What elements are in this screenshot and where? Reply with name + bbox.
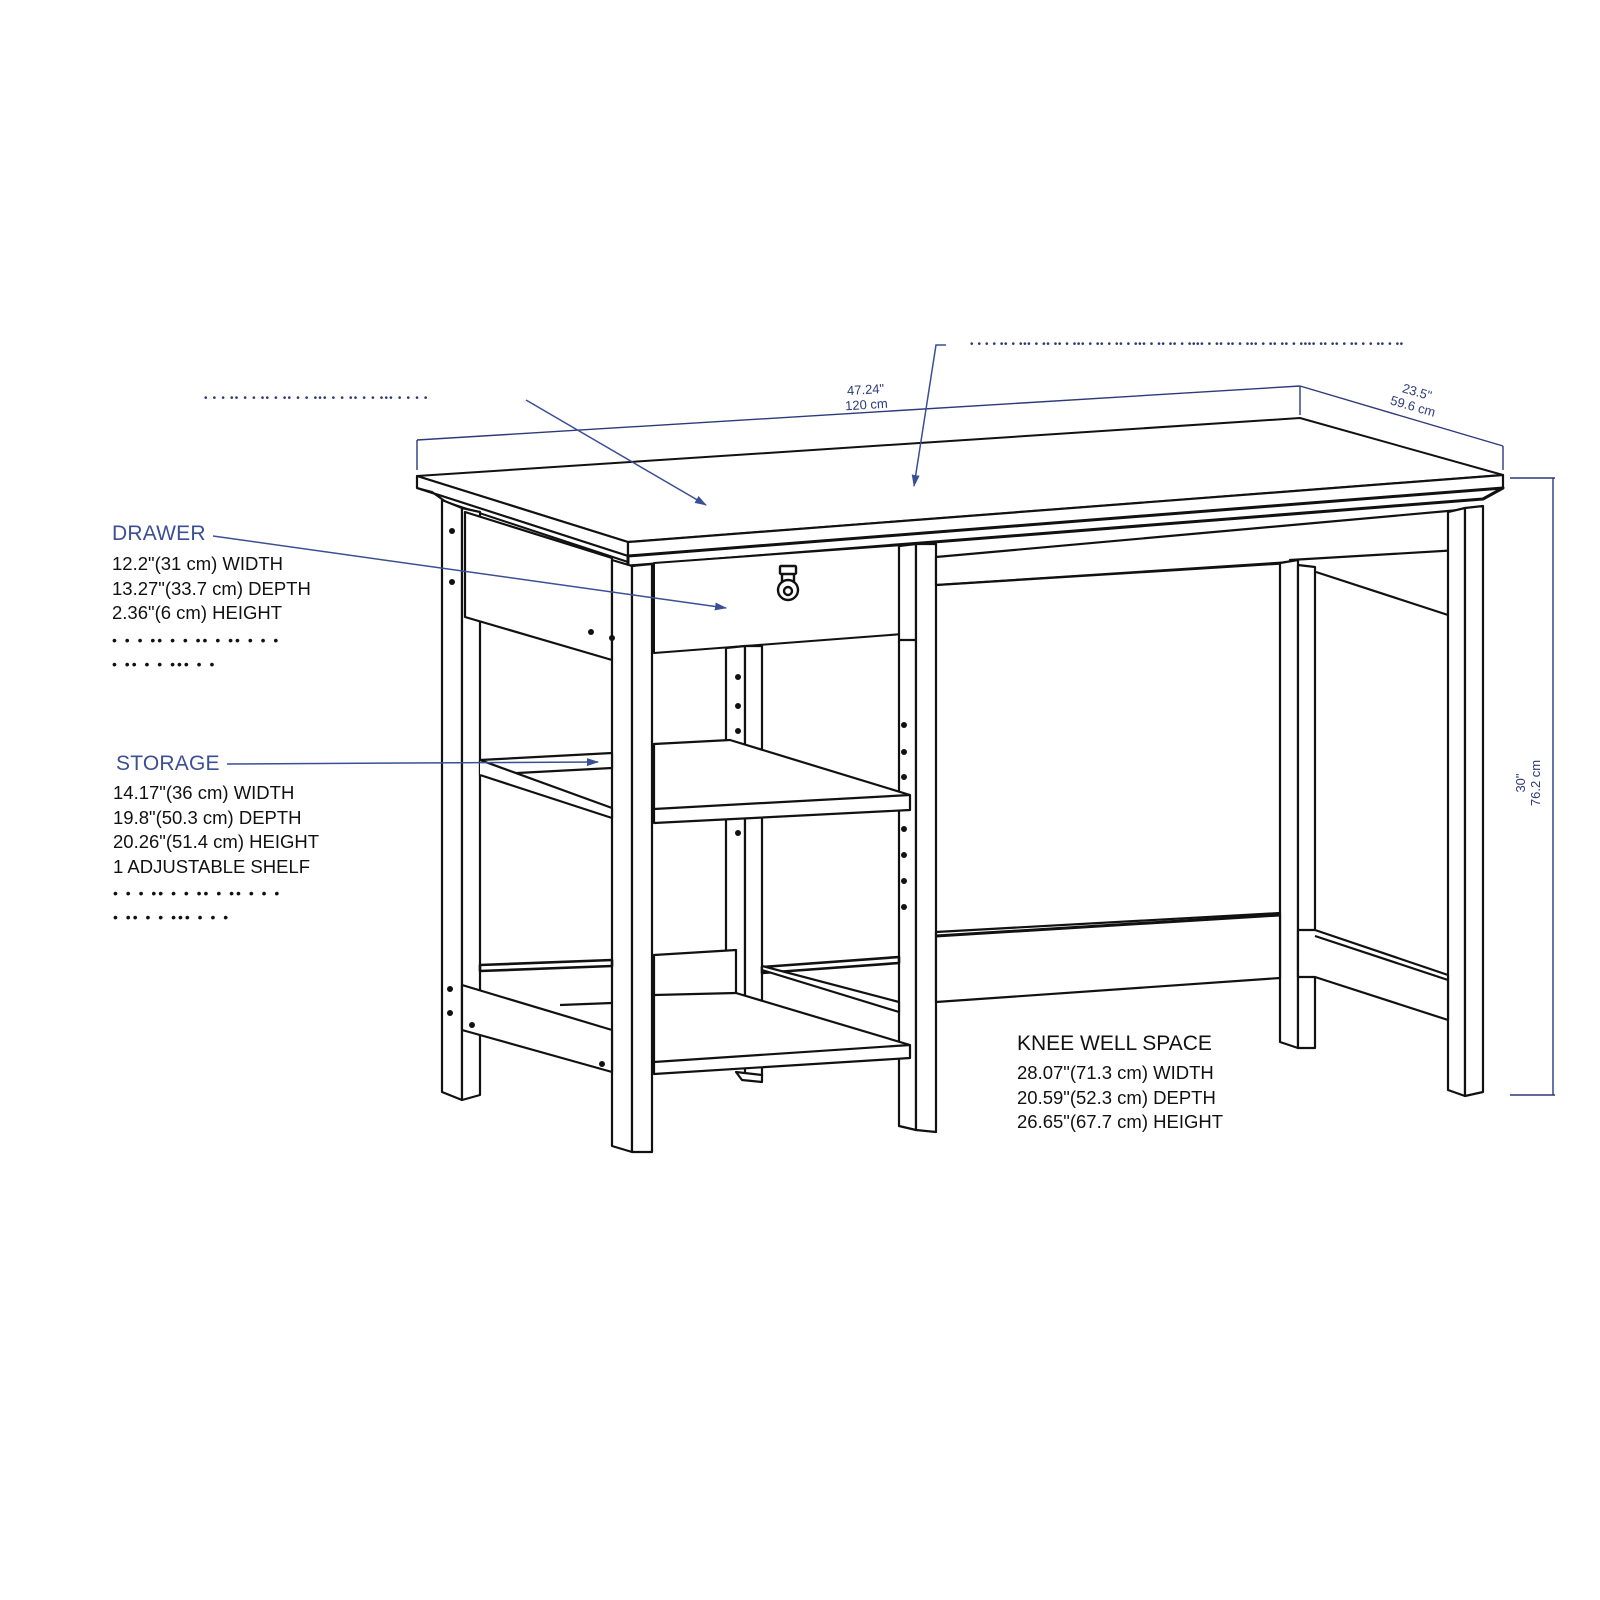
- drawer-pull-icon: [776, 564, 800, 602]
- drawer-callout: DRAWER 12.2"(31 cm) WIDTH 13.27"(33.7 cm…: [112, 522, 311, 676]
- storage-shelf-count: 1 ADJUSTABLE SHELF: [113, 855, 311, 877]
- right-frame: [934, 504, 1485, 1098]
- storage-depth: 19.8"(50.3 cm) DEPTH: [113, 806, 302, 828]
- drawer-title: DRAWER: [112, 522, 206, 545]
- left-pedestal: [440, 498, 938, 1154]
- storage-dot-row-2: • •• • • ••• • • •: [113, 909, 231, 925]
- drawer-dot-row-1: • • • •• • • •• • •• • • •: [112, 631, 281, 648]
- drawer-width: 12.2"(31 cm) WIDTH: [112, 553, 284, 574]
- knee-well-width: 28.07"(71.3 cm) WIDTH: [1017, 1062, 1214, 1083]
- desk-top: [415, 417, 1505, 568]
- height-inches: 30": [1513, 773, 1528, 793]
- drawer-specs: 12.2"(31 cm) WIDTH 13.27"(33.7 cm) DEPTH…: [112, 552, 311, 626]
- callout-leaders: [212, 344, 946, 767]
- knee-well-callout: KNEE WELL SPACE 28.07"(71.3 cm) WIDTH 20…: [1017, 1032, 1223, 1135]
- width-dimension-label: 47.24" 120 cm: [825, 380, 907, 415]
- storage-dot-row-1: • • • •• • • •• • •• • • •: [113, 885, 282, 901]
- drawer-dots: • • • •• • • •• • •• • • • • •• • • ••• …: [112, 628, 311, 676]
- storage-title: STORAGE: [116, 752, 220, 775]
- height-dimension-label: 30" 76.2 cm: [1513, 743, 1543, 823]
- drawer-height: 2.36"(6 cm) HEIGHT: [112, 602, 283, 623]
- knee-well-specs: 28.07"(71.3 cm) WIDTH 20.59"(52.3 cm) DE…: [1017, 1061, 1223, 1135]
- dimension-lines: [416, 385, 1555, 1096]
- drawer-dot-row-2: • •• • • ••• • •: [112, 655, 217, 672]
- shelf-pin-holes: [447, 528, 907, 1067]
- knee-well-title: KNEE WELL SPACE: [1017, 1032, 1212, 1055]
- storage-height: 20.26"(51.4 cm) HEIGHT: [113, 831, 320, 852]
- drawer-depth: 13.27"(33.7 cm) DEPTH: [112, 577, 311, 599]
- storage-callout: STORAGE 14.17"(36 cm) WIDTH 19.8"(50.3 c…: [113, 752, 319, 929]
- storage-specs: 14.17"(36 cm) WIDTH 19.8"(50.3 cm) DEPTH…: [113, 781, 319, 879]
- top-right-dotted-line: • • • • •• • ••• • •• •• • ••• • •• • ••…: [970, 339, 1404, 350]
- knee-well-depth: 20.59"(52.3 cm) DEPTH: [1017, 1086, 1216, 1108]
- top-left-dotted-line: • • • •• • • •• • •• • • ••• • • •• • • …: [204, 393, 429, 404]
- storage-dots: • • • •• • • •• • •• • • • • •• • • ••• …: [113, 881, 319, 929]
- storage-width: 14.17"(36 cm) WIDTH: [113, 782, 295, 803]
- height-cm: 76.2 cm: [1528, 759, 1543, 807]
- knee-well-height: 26.65"(67.7 cm) HEIGHT: [1017, 1111, 1224, 1132]
